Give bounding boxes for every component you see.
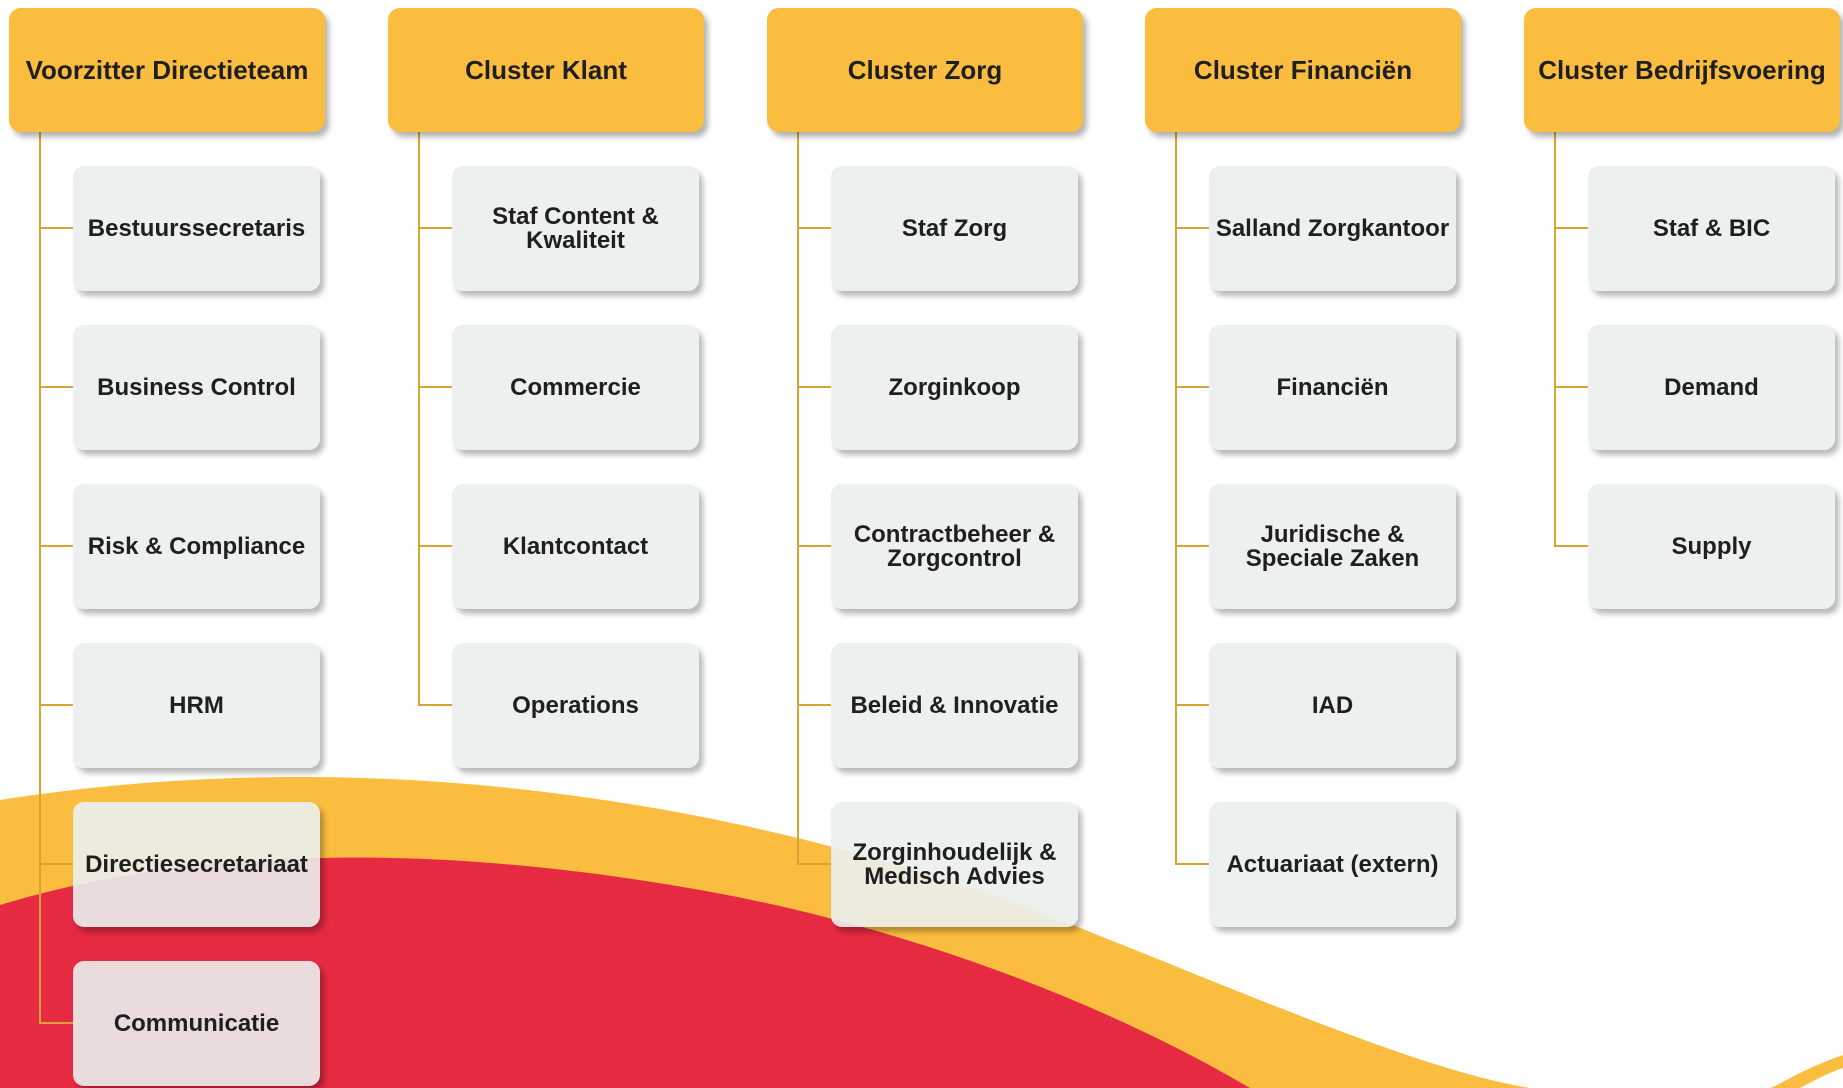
unit-box: Demand: [1588, 325, 1835, 450]
column-header: Voorzitter Directieteam: [9, 8, 325, 132]
unit-box: IAD: [1209, 643, 1456, 768]
unit-box: Contractbeheer & Zorgcontrol: [831, 484, 1078, 609]
unit-box: Financiën: [1209, 325, 1456, 450]
unit-box: Beleid & Innovatie: [831, 643, 1078, 768]
column-header: Cluster Klant: [388, 8, 704, 132]
unit-box: Bestuurssecretaris: [73, 166, 320, 291]
unit-box: Business Control: [73, 325, 320, 450]
unit-box: Salland Zorgkantoor: [1209, 166, 1456, 291]
column-header: Cluster Zorg: [767, 8, 1083, 132]
unit-box: HRM: [73, 643, 320, 768]
unit-box: Staf Content & Kwaliteit: [452, 166, 699, 291]
unit-box: Juridische & Speciale Zaken: [1209, 484, 1456, 609]
unit-box: Staf & BIC: [1588, 166, 1835, 291]
unit-box: Commercie: [452, 325, 699, 450]
unit-box: Operations: [452, 643, 699, 768]
unit-box: Zorginkoop: [831, 325, 1078, 450]
unit-box: Klantcontact: [452, 484, 699, 609]
unit-box: Communicatie: [73, 961, 320, 1086]
unit-box: Supply: [1588, 484, 1835, 609]
unit-box: Actuariaat (extern): [1209, 802, 1456, 927]
column-header: Cluster Financiën: [1145, 8, 1461, 132]
unit-box: Zorginhoudelijk & Medisch Advies: [831, 802, 1078, 927]
column-header: Cluster Bedrijfsvoering: [1524, 8, 1840, 132]
unit-box: Staf Zorg: [831, 166, 1078, 291]
unit-box: Directiesecretariaat: [73, 802, 320, 927]
wave-white-corner: [1800, 1068, 1843, 1088]
unit-box: Risk & Compliance: [73, 484, 320, 609]
